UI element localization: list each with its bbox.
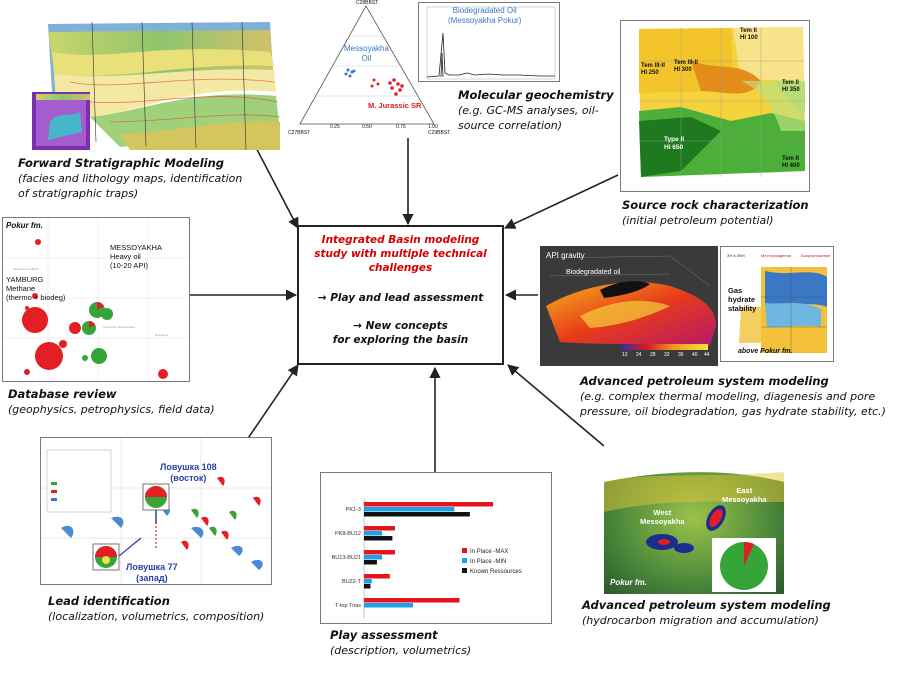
api-scale-6: 40 — [692, 352, 698, 358]
ternary-tick-2: 0.50 — [362, 124, 372, 130]
svg-text:ЗН в ЗВН: ЗН в ЗВН — [727, 253, 745, 258]
pokur-fm-label: Pokur fm. — [6, 221, 43, 230]
chart-bar — [364, 555, 383, 560]
chart-legend-label: In Place -MIN — [470, 559, 506, 565]
lead-identification-map — [40, 437, 272, 585]
svg-text:Tazovskoye oilfield: Tazovskoye oilfield — [13, 267, 38, 271]
chart-bar — [364, 536, 393, 541]
chart-bar — [364, 526, 395, 531]
chart-bar — [364, 574, 390, 579]
hub-item-play-lead: → Play and lead assessment — [317, 292, 484, 304]
chart-legend-swatch — [462, 568, 467, 573]
api-scale-2: 24 — [636, 352, 642, 358]
forward-stratigraphic-model-image — [30, 22, 282, 152]
lovushka-108-label: Ловушка 108(восток) — [160, 462, 217, 483]
hub-item-new-concepts-2: for exploring the basin — [332, 334, 469, 346]
migration-accumulation-model — [604, 442, 784, 594]
caption-advanced-2: Advanced petroleum system modeling (hydr… — [582, 598, 831, 627]
ternary-right-label: C29BBST — [428, 130, 451, 136]
api-gravity-label: API gravity — [546, 251, 585, 260]
ternary-tick-4: 1.00 — [428, 124, 438, 130]
above-pokur-label: above Pokur fm. — [738, 348, 793, 355]
arrow-source — [503, 174, 619, 229]
api-scale-4: 32 — [664, 352, 670, 358]
caption-advanced-1: Advanced petroleum system modeling (e.g.… — [580, 374, 886, 418]
chart-bar — [364, 603, 414, 608]
chart-bar — [364, 584, 371, 589]
arrow-lead — [239, 364, 299, 451]
hub-heading-2: study with multiple technical — [314, 248, 487, 260]
chart-category-label: BU13-BU21 — [332, 555, 361, 561]
caption-lead-identification: Lead identification (localization, volum… — [48, 594, 265, 623]
chart-legend-swatch — [462, 548, 467, 553]
chart-bar — [364, 579, 372, 584]
lovushka-77-label: Ловушка 77(запад) — [126, 562, 178, 583]
chart-legend-label: Known Ressources — [470, 569, 522, 575]
source-rock-map — [620, 20, 810, 192]
arrow-adv2 — [507, 364, 605, 447]
caption-source-rock: Source rock characterization (initial pe… — [622, 198, 809, 227]
ternary-top-label: C28BBST — [356, 0, 379, 6]
caption-play-assessment: Play assessment (description, volumetric… — [330, 628, 472, 657]
gc-chromatogram — [418, 2, 560, 82]
pokur-fm-label-2: Pokur fm. — [610, 578, 647, 587]
svg-text:Vostochno Messoyakha: Vostochno Messoyakha — [103, 325, 135, 329]
hub-heading-1: Integrated Basin modeling — [321, 234, 480, 246]
svg-text:Russkoye: Russkoye — [155, 333, 169, 337]
caption-database-review: Database review (geophysics, petrophysic… — [8, 387, 215, 416]
gc-title: Biodegradated Oil(Messoyakha Pokur) — [448, 6, 522, 25]
gas-hydrate-map: ЗН в ЗВН Месторождения Биоразложение — [720, 246, 834, 362]
chart-bar — [364, 507, 455, 512]
chart-legend-label: In Place -MAX — [470, 549, 508, 555]
chart-category-label: PK8-BU12 — [335, 531, 361, 537]
chart-bar — [364, 560, 377, 565]
ternary-left-label: C27BBST — [288, 130, 311, 136]
chart-bar — [364, 598, 460, 603]
svg-text:Биоразложение: Биоразложение — [801, 253, 831, 258]
api-scale-3: 28 — [650, 352, 656, 358]
api-scale-5: 36 — [678, 352, 684, 358]
biodegradated-oil-label: Biodegradated oil — [566, 269, 621, 276]
api-scale-7: 44 — [704, 352, 710, 358]
ternary-tick-1: 0.25 — [330, 124, 340, 130]
ternary-diagram — [286, 0, 450, 140]
api-scale-1: 13 — [622, 352, 628, 358]
chart-category-label: PK1-3 — [346, 507, 361, 513]
hub-heading-3: challenges — [368, 262, 433, 274]
chart-category-label: T-top Trias — [335, 603, 361, 609]
arrow-forward — [251, 139, 299, 229]
caption-molecular: Molecular geochemistry (e.g. GC-MS analy… — [458, 88, 614, 132]
chart-legend-swatch — [462, 558, 467, 563]
jurassic-sr-label: M. Jurassic SR — [368, 101, 422, 110]
chart-bar — [364, 502, 494, 507]
svg-text:Месторождения: Месторождения — [761, 253, 791, 258]
chart-bar — [364, 512, 470, 517]
chart-bar — [364, 531, 383, 536]
caption-forward-modeling: Forward Stratigraphic Modeling (facies a… — [18, 156, 243, 200]
chart-category-label: BU22-T — [342, 579, 362, 585]
hub-item-new-concepts: → New concepts — [353, 320, 448, 332]
chart-bar — [364, 550, 395, 555]
api-gravity-model — [540, 246, 718, 366]
central-hub-box: Integrated Basin modeling study with mul… — [297, 225, 504, 365]
ternary-tick-3: 0.75 — [396, 124, 406, 130]
